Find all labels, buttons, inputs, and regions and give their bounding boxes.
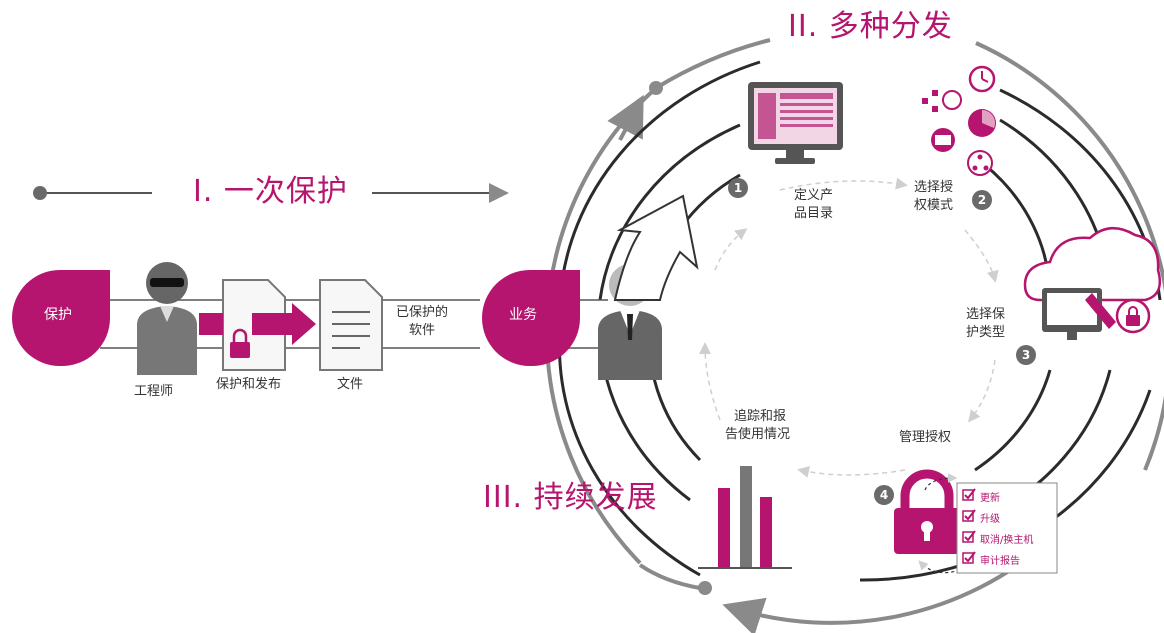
select-protection-label-1: 选择保 <box>966 307 1006 322</box>
protected-software-label-2: 软件 <box>409 323 436 338</box>
section-three-title: III. 持续发展 <box>483 480 658 515</box>
engineer-label: 工程师 <box>134 384 174 399</box>
license-models-icon <box>922 65 996 176</box>
protect-node-label: 保护 <box>44 307 72 323</box>
protect-publish-label: 保护和发布 <box>216 377 282 392</box>
manage-license-label: 管理授权 <box>899 430 952 445</box>
track-report-label-1: 追踪和报 <box>734 409 787 424</box>
checklist-item-revoke-rehost: 取消/换主机 <box>980 535 1034 546</box>
select-protection-label-2: 护类型 <box>966 325 1006 340</box>
define-catalog-label-1: 定义产 <box>794 188 834 203</box>
usage-bar-chart <box>698 466 792 569</box>
outer-start-dot <box>649 81 663 95</box>
file-label: 文件 <box>337 377 364 392</box>
section-two-title: II. 多种分发 <box>788 9 953 44</box>
checklist-item-update: 更新 <box>980 493 1000 504</box>
manage-lock-icon <box>894 469 960 554</box>
engineer-icon <box>137 262 197 375</box>
checklist-item-upgrade: 升级 <box>980 514 1000 525</box>
select-license-label-1: 选择授 <box>914 180 954 195</box>
catalog-monitor-icon <box>748 82 843 164</box>
outer-end-dot <box>698 581 712 595</box>
section-one-title: I. 一次保护 <box>193 174 348 209</box>
business-node-label: 业务 <box>509 307 537 323</box>
step-4-badge: 4 <box>874 485 894 505</box>
step-3-badge: 3 <box>1016 345 1036 365</box>
step-1-badge: 1 <box>728 178 748 198</box>
checklist-item-audit-report: 审计报告 <box>980 556 1020 567</box>
business-node <box>482 270 580 367</box>
select-license-label-2: 权模式 <box>914 198 954 213</box>
cloud-protection-icon <box>1023 227 1162 340</box>
step-2-badge: 2 <box>972 190 992 210</box>
define-catalog-label-2: 品目录 <box>794 206 834 221</box>
protected-software-label-1: 已保护的 <box>396 305 449 320</box>
protect-node <box>12 270 111 367</box>
file-icon <box>319 279 383 371</box>
track-report-label-2: 告使用情况 <box>725 427 791 442</box>
